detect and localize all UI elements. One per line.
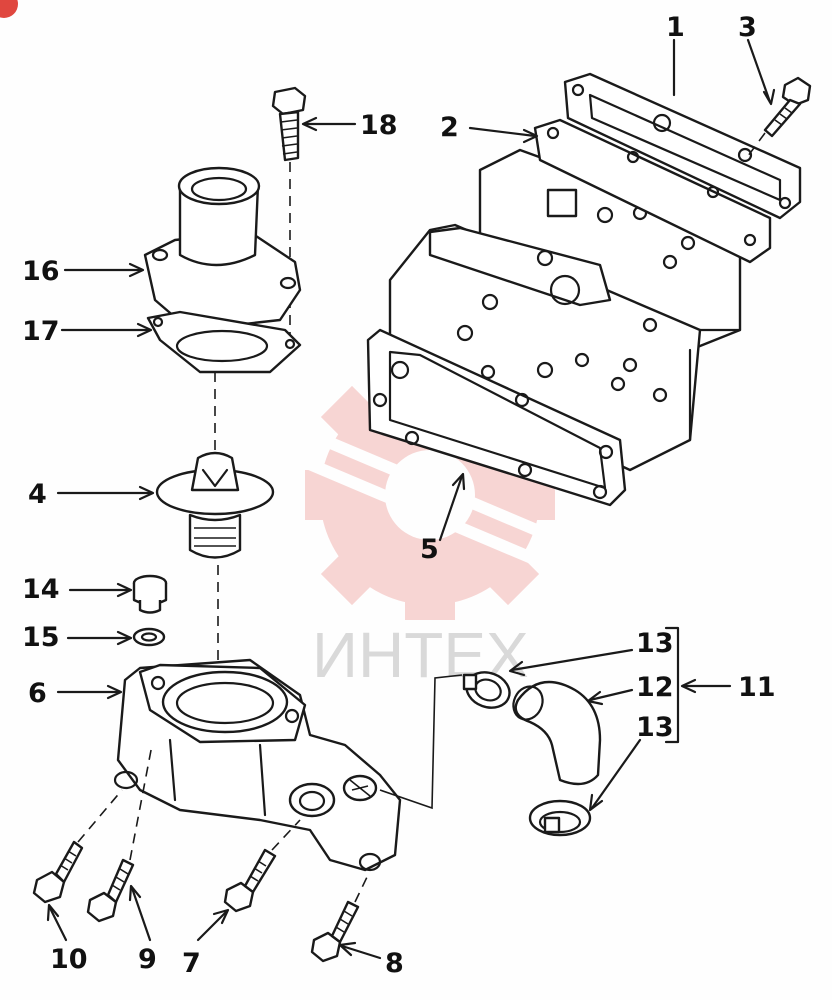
callout-9: 9 <box>138 944 157 975</box>
callout-1: 1 <box>666 12 685 43</box>
callout-3: 3 <box>738 12 757 43</box>
callout-17: 17 <box>22 316 60 347</box>
hose-clamp-13-lower <box>528 799 592 837</box>
callout-13-top: 13 <box>636 628 674 659</box>
guide-line-8 <box>354 874 369 903</box>
hose-clamp-13-upper <box>462 671 511 709</box>
bolt-10 <box>32 840 84 904</box>
callout-16: 16 <box>22 256 60 287</box>
guide-line-3 <box>744 132 766 161</box>
guide-line-9 <box>129 744 153 861</box>
callout-6: 6 <box>28 678 47 709</box>
cover-plate-1 <box>563 72 802 220</box>
guide-line-hose <box>379 674 463 810</box>
callout-14: 14 <box>22 574 60 605</box>
callout-10: 10 <box>50 944 88 975</box>
callout-7: 7 <box>182 948 201 979</box>
guide-line-7 <box>271 819 301 851</box>
gasket-17 <box>146 310 302 374</box>
drain-plug-14 <box>132 574 168 614</box>
thermostat-cover-16 <box>143 166 302 332</box>
cylinder-head-assembly <box>388 148 742 472</box>
callout-18: 18 <box>360 110 398 141</box>
gasket-5 <box>366 328 627 507</box>
callout-12: 12 <box>636 672 674 703</box>
thermostat-4 <box>155 451 275 559</box>
callout-8: 8 <box>385 948 404 979</box>
callout-5: 5 <box>420 534 439 565</box>
hose-12 <box>512 680 602 786</box>
gasket-2 <box>533 118 772 264</box>
thermostat-housing-6 <box>113 658 402 872</box>
callout-4: 4 <box>28 479 47 510</box>
callout-13-bottom: 13 <box>636 712 674 743</box>
bolt-3 <box>763 76 812 138</box>
callout-labels: 1 2 3 4 5 6 7 8 9 10 11 12 13 13 14 15 1… <box>22 12 776 979</box>
callout-2: 2 <box>440 112 459 143</box>
bolt-8 <box>310 900 360 963</box>
bolt-9 <box>86 858 135 923</box>
callout-11: 11 <box>738 672 776 703</box>
callout-15: 15 <box>22 622 60 653</box>
bolt-7 <box>223 848 277 913</box>
bolt-18 <box>271 86 307 162</box>
guide-line-10 <box>77 789 123 843</box>
corner-badge <box>0 0 18 18</box>
leader-lines <box>46 38 776 960</box>
washer-15 <box>132 627 166 647</box>
